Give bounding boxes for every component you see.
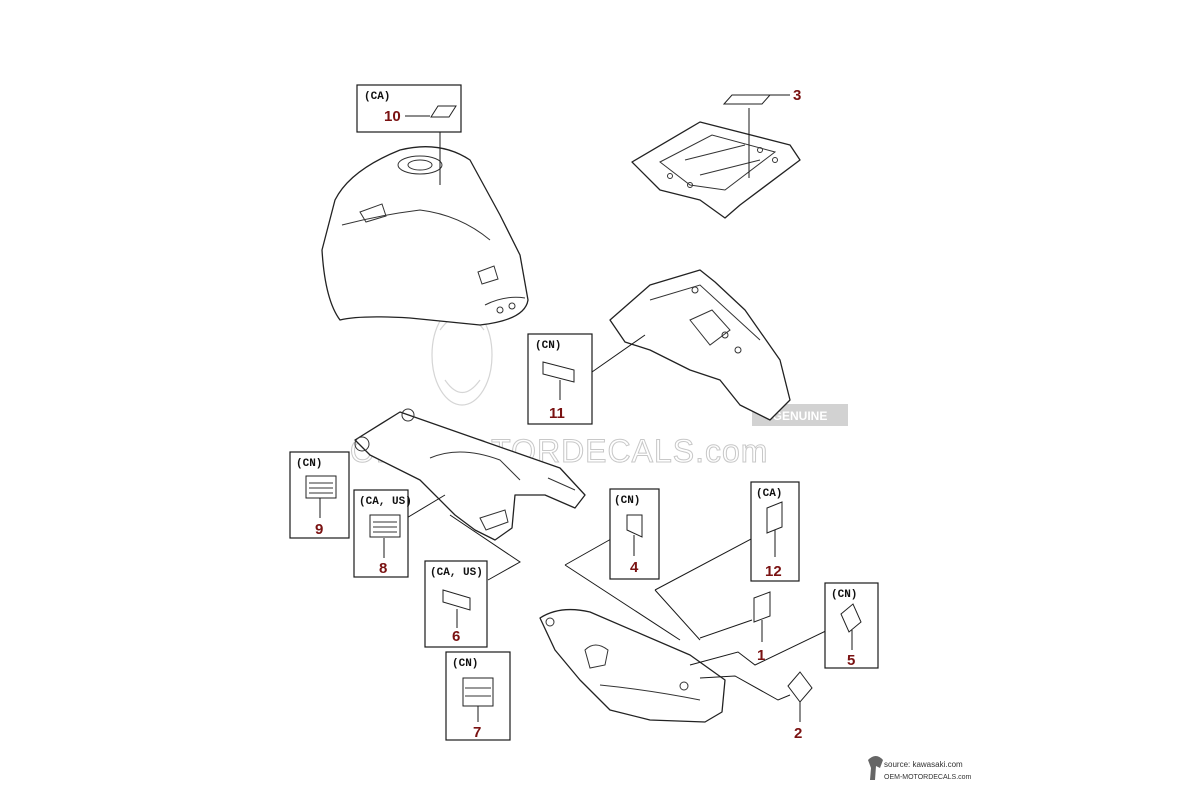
callout-1: 1 <box>753 591 771 664</box>
fuel-tank <box>321 146 529 326</box>
callout-2: 2 <box>787 671 813 742</box>
part-number: 12 <box>765 563 782 580</box>
decal-icon <box>722 94 772 105</box>
callout-3: 3 <box>722 87 801 105</box>
side-cover <box>539 608 726 723</box>
decal-icon <box>753 591 771 623</box>
callout-region-label: (CN) <box>831 589 857 601</box>
callout-region-label: (CN) <box>535 340 561 352</box>
callout-region-label: (CA, US) <box>359 496 412 508</box>
decal-icon <box>766 501 783 534</box>
part-number: 2 <box>794 725 802 742</box>
decal-icon <box>369 514 401 538</box>
callout-4: (CN) 4 <box>609 488 660 580</box>
part-number: 3 <box>793 87 801 104</box>
source-credit: source: kawasaki.com <box>884 760 963 769</box>
callout-box <box>356 84 462 133</box>
decal-icon <box>462 677 494 707</box>
callout-8: (CA, US) 8 <box>353 489 412 578</box>
part-number: 5 <box>847 652 855 669</box>
credit: source: kawasaki.com OEM-MOTORDECALS.com <box>868 756 972 781</box>
callout-region-label: (CN) <box>614 495 640 507</box>
callout-9: (CN) 9 <box>289 451 350 539</box>
site-credit: OEM-MOTORDECALS.com <box>884 774 972 781</box>
callout-region-label: (CA) <box>756 488 782 500</box>
callout-region-label: (CA, US) <box>430 567 483 579</box>
part-number: 11 <box>549 405 565 422</box>
part-number: 9 <box>315 521 323 538</box>
callout-region-label: (CN) <box>296 458 322 470</box>
logo-icon <box>868 756 883 780</box>
decal-icon <box>787 671 813 703</box>
rear-fender <box>609 269 791 421</box>
part-number: 1 <box>757 647 765 664</box>
callout-5: (CN) 5 <box>824 582 879 669</box>
decal-icon <box>305 475 337 499</box>
callout-7: (CN) 7 <box>445 651 511 741</box>
part-number: 8 <box>379 560 387 577</box>
part-number: 4 <box>630 559 639 576</box>
callout-region-label: (CA) <box>364 91 390 103</box>
callout-11: (CN) 11 <box>527 333 593 425</box>
callout-region-label: (CN) <box>452 658 478 670</box>
callout-10: (CA) 10 <box>356 84 462 133</box>
callout-6: (CA, US) 6 <box>424 560 488 648</box>
swingarm <box>354 408 586 541</box>
decal-icon <box>626 514 643 538</box>
callout-12: (CA) 12 <box>750 481 800 582</box>
part-number: 10 <box>384 108 401 125</box>
part-number: 6 <box>452 628 460 645</box>
decal-icon <box>430 105 457 118</box>
watermark-badge-text: GENUINE <box>773 409 828 423</box>
callout-box <box>527 333 593 425</box>
leader-lines <box>399 108 833 701</box>
decal-icon <box>840 603 862 633</box>
decal-icon <box>442 589 471 611</box>
part-number: 7 <box>473 724 481 741</box>
rear-frame-tray <box>631 121 801 219</box>
decal-icon <box>542 361 575 383</box>
